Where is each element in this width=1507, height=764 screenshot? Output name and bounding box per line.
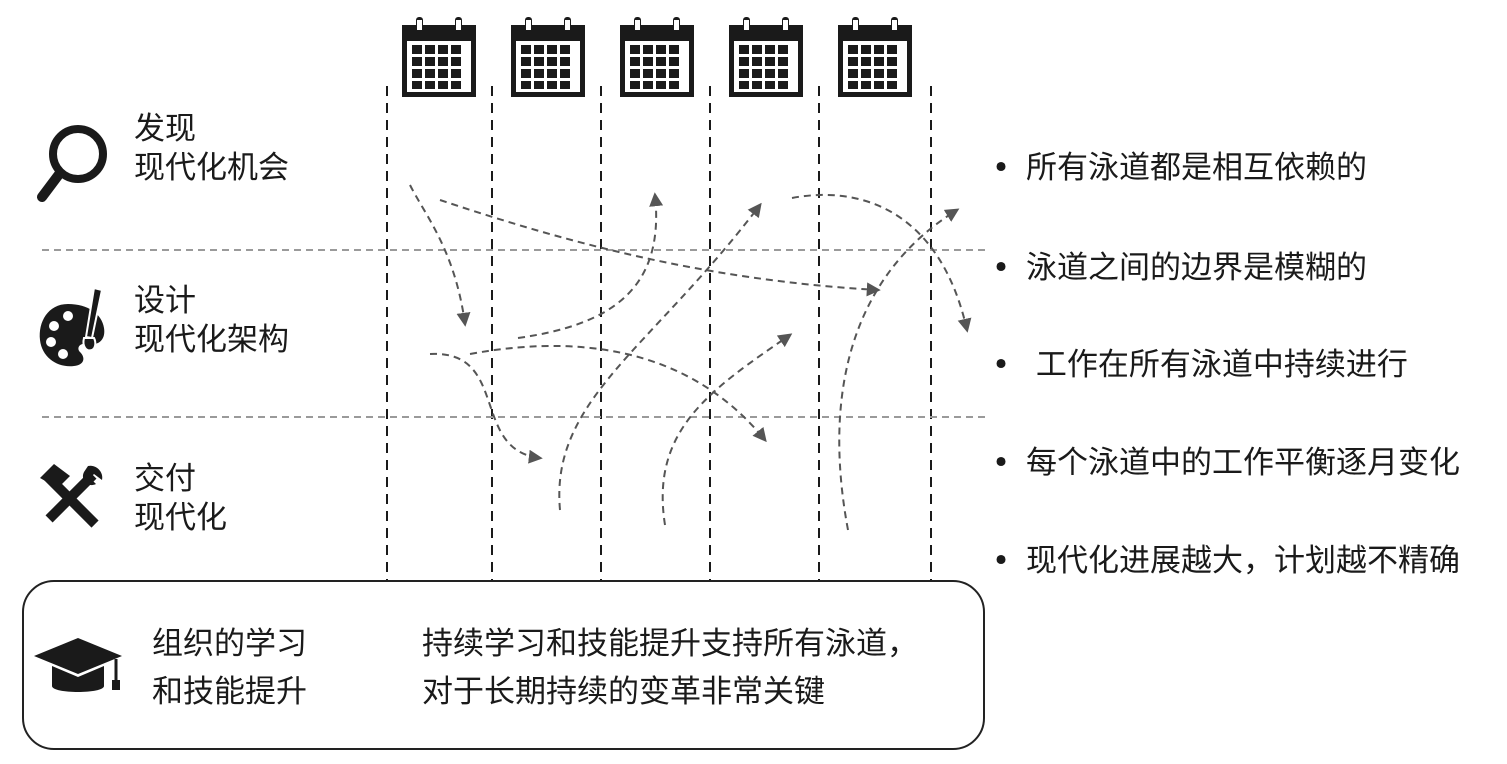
lane-label-discover: 发现 现代化机会 bbox=[134, 110, 289, 188]
flow-arrow bbox=[791, 193, 972, 333]
graduation-cap-icon bbox=[34, 638, 122, 692]
flow-arrow bbox=[439, 199, 881, 297]
calendar-icon bbox=[729, 17, 803, 97]
flow-arrows bbox=[409, 184, 972, 531]
lane-subtitle: 现代化架构 bbox=[134, 321, 289, 358]
learning-description-line: 持续学习和技能提升支持所有泳道， bbox=[422, 626, 918, 662]
lane-dividers bbox=[42, 249, 985, 418]
bullet-text: 所有泳道都是相互依赖的 bbox=[1026, 150, 1367, 186]
calendar-icon bbox=[620, 17, 694, 97]
calendar-icon bbox=[402, 17, 476, 97]
bullet-marker: • bbox=[991, 250, 1011, 286]
learning-title: 组织的学习 和技能提升 bbox=[152, 620, 307, 716]
list-item: • 现代化进展越大，计划越不精确 bbox=[990, 535, 1460, 580]
flow-arrow bbox=[661, 333, 793, 526]
flow-arrow bbox=[409, 184, 471, 327]
bullet-text: 工作在所有泳道中持续进行 bbox=[1026, 347, 1408, 383]
bullet-marker: • bbox=[991, 445, 1011, 481]
bullet-text: 现代化进展越大，计划越不精确 bbox=[1026, 543, 1460, 579]
learning-description: 持续学习和技能提升支持所有泳道， 对于长期持续的变革非常关键 bbox=[422, 620, 918, 716]
calendar-row bbox=[402, 17, 912, 97]
calendar-icon bbox=[838, 17, 912, 97]
lane-subtitle: 现代化机会 bbox=[134, 149, 289, 186]
learning-title-line: 和技能提升 bbox=[152, 674, 307, 711]
list-item: • 所有泳道都是相互依赖的 bbox=[990, 142, 1367, 187]
bullet-marker: • bbox=[991, 543, 1011, 579]
organizational-learning-panel: 组织的学习 和技能提升 持续学习和技能提升支持所有泳道， 对于长期持续的变革非常… bbox=[22, 580, 985, 750]
month-boundaries bbox=[386, 86, 932, 582]
learning-description-line: 对于长期持续的变革非常关键 bbox=[422, 674, 825, 711]
bullet-marker: • bbox=[991, 150, 1011, 186]
palette-icon bbox=[39, 286, 105, 367]
magnifier-icon bbox=[37, 125, 107, 202]
lane-label-deliver: 交付 现代化 bbox=[134, 460, 227, 538]
bullet-marker: • bbox=[991, 347, 1011, 383]
lane-subtitle: 现代化 bbox=[134, 499, 227, 536]
bullet-text: 每个泳道中的工作平衡逐月变化 bbox=[1026, 445, 1460, 481]
list-item: • 每个泳道中的工作平衡逐月变化 bbox=[990, 437, 1460, 482]
calendar-icon bbox=[511, 17, 585, 97]
learning-title-line: 组织的学习 bbox=[152, 626, 307, 662]
flow-arrow bbox=[517, 192, 664, 339]
lane-title: 设计 bbox=[134, 283, 196, 319]
tools-icon bbox=[40, 464, 103, 528]
flow-arrow bbox=[429, 352, 543, 464]
flow-arrow bbox=[838, 208, 960, 531]
lane-label-design: 设计 现代化架构 bbox=[134, 282, 289, 360]
lane-title: 发现 bbox=[134, 111, 196, 147]
lane-title: 交付 bbox=[134, 461, 196, 497]
bullet-text: 泳道之间的边界是模糊的 bbox=[1026, 250, 1367, 286]
list-item: • 工作在所有泳道中持续进行 bbox=[990, 339, 1408, 384]
flow-arrow bbox=[469, 344, 767, 443]
flow-arrow bbox=[558, 202, 762, 511]
list-item: • 泳道之间的边界是模糊的 bbox=[990, 242, 1367, 287]
